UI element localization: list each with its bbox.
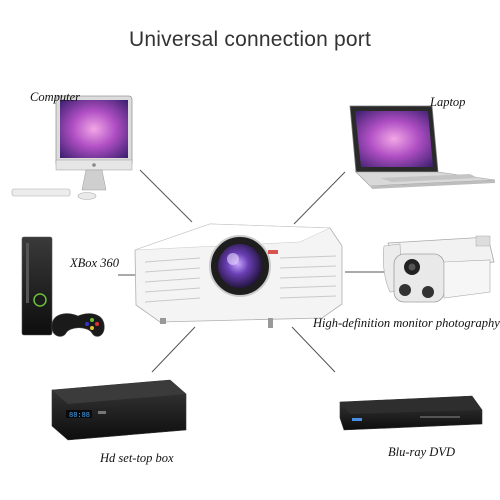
- line-laptop: [293, 171, 346, 225]
- device-label-laptop: Laptop: [430, 95, 466, 109]
- device-label-settop: Hd set-top box: [100, 451, 174, 465]
- macbook-icon: [349, 105, 496, 189]
- svg-text:88:88: 88:88: [69, 412, 90, 420]
- set-top-box-icon: 88:88: [51, 379, 187, 441]
- dvd-player-icon: [339, 395, 483, 431]
- line-computer: [139, 169, 193, 223]
- device-label-bluray: Blu-ray DVD: [388, 445, 455, 459]
- line-settop: [151, 326, 196, 373]
- device-label-camera: High-definition monitor photography: [313, 316, 500, 330]
- device-label-computer: Computer: [30, 90, 80, 104]
- device-label-xbox: XBox 360: [70, 256, 119, 270]
- imac-icon: [11, 95, 133, 200]
- projector-icon: [134, 223, 343, 328]
- console-icon: [21, 236, 105, 337]
- page-title: Universal connection port: [129, 28, 371, 51]
- security-camera-icon: [382, 235, 495, 303]
- line-bluray: [291, 326, 336, 373]
